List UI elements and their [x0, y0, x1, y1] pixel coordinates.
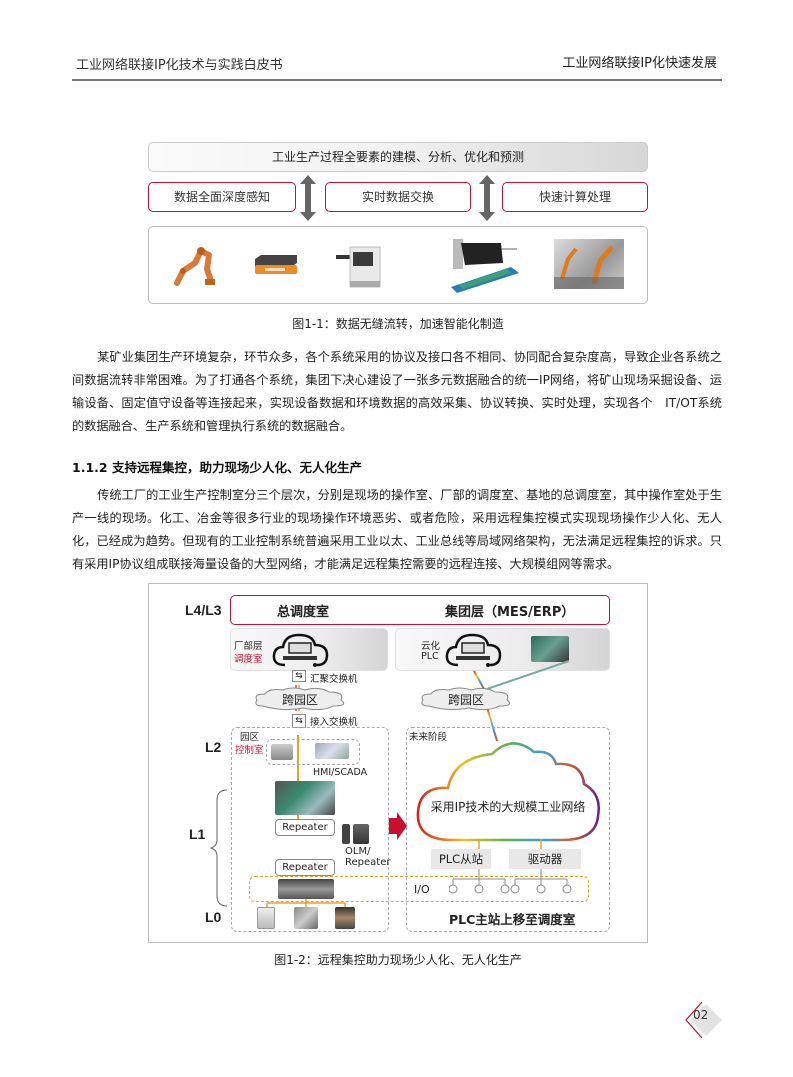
industrial-ip-network-cloud	[416, 742, 600, 842]
paragraph-mining-case: 某矿业集团生产环境复杂，环节众多，各个系统采用的协议及接口各不相同、协同配合复杂…	[72, 346, 722, 438]
double-arrow-icon	[479, 175, 495, 221]
factory-layer-label: 厂部层	[234, 641, 263, 652]
olm-label: OLM/	[345, 846, 371, 857]
figure1-device-panel	[148, 226, 648, 304]
figure1-box-compute: 快速计算处理	[502, 182, 648, 212]
driver-tag: 驱动器	[509, 849, 581, 869]
cloud-server-icon	[445, 633, 502, 667]
level-label-l2: L2	[205, 739, 222, 755]
factory-robots-photo	[554, 239, 624, 289]
l1-brace-icon	[209, 789, 228, 907]
section-heading: 1.1.2 支持远程集控，助力现场少人化、无人化生产	[72, 460, 362, 475]
cloudified-label: 云化	[421, 641, 441, 652]
page-number-badge	[685, 1001, 722, 1039]
fiber-link-lines	[291, 836, 325, 862]
figure2-diagram: L4/L3 L2 L1 L0 总调度室 集团层（MES/ERP） 厂部层 调度室…	[148, 583, 648, 943]
io-band	[249, 876, 589, 902]
cross-campus-cloud-left	[255, 687, 345, 711]
scada-screen-photo	[315, 743, 349, 759]
server-icon	[271, 744, 293, 760]
document-title: 工业网络联接IP化技术与实践白皮书	[76, 58, 283, 73]
chapter-title: 工业网络联接IP化快速发展	[562, 56, 717, 71]
repeater-box-2: Repeater	[275, 859, 335, 876]
access-switch-icon: ⇆	[292, 714, 306, 728]
l4l3-layer-box	[230, 595, 610, 625]
level-label-l4l3: L4/L3	[185, 602, 222, 618]
access-switch-label: 接入交换机	[310, 717, 358, 728]
figure2-caption: 图1-2：远程集控助力现场少人化、无人化生产	[274, 953, 522, 967]
plc-master-relocated-label: PLC主站上移至调度室	[449, 912, 576, 927]
header-divider	[72, 79, 722, 81]
plc-cabinet-photo	[275, 781, 335, 815]
field-device-photo-1	[257, 907, 275, 929]
big-cloud-label: 采用IP技术的大规模工业网络	[430, 800, 586, 814]
double-arrow-icon	[300, 175, 316, 221]
olm-device-photo	[342, 824, 350, 844]
figure1-box-perception: 数据全面深度感知	[148, 182, 296, 212]
figure1-box-exchange: 实时数据交换	[325, 182, 471, 212]
repeater-box-1: Repeater	[275, 819, 335, 836]
io-label: I/O	[414, 883, 430, 896]
io-module-photo	[278, 879, 334, 899]
future-stage-zone	[406, 727, 610, 932]
figure1-caption: 图1-1：数据无缝流转，加速智能化制造	[292, 317, 504, 331]
plc-slave-tag: PLC从站	[431, 849, 491, 869]
plc-hardware-photo	[531, 636, 569, 662]
olm-repeater-label: Repeater	[345, 857, 391, 868]
cross-campus-right-label: 跨园区	[448, 693, 485, 707]
paragraph-remote-control: 传统工厂的工业生产控制室分三个层次，分别是现场的操作室、厂部的调度室、基地的总调…	[72, 484, 722, 576]
paragraph-remote-text: 传统工厂的工业生产控制室分三个层次，分别是现场的操作室、厂部的调度室、基地的总调…	[72, 488, 722, 571]
central-dispatch-label: 总调度室	[277, 605, 330, 620]
control-room-label: 控制室	[235, 745, 264, 756]
migration-arrow-icon	[389, 812, 407, 840]
field-device-photo-3	[335, 907, 355, 929]
conveyor-module-icon	[451, 239, 519, 293]
control-room-zone	[266, 739, 360, 765]
dispatch-room-label: 调度室	[234, 654, 263, 665]
repeater-device-photo	[353, 824, 369, 844]
hmi-scada-label: HMI/SCADA	[313, 767, 368, 778]
aggregation-switch-icon: ⇆	[292, 670, 306, 682]
campus-zone	[231, 727, 389, 932]
cloud-plc-panel	[395, 628, 610, 671]
field-device-photo-2	[294, 907, 318, 929]
robot-arm-icon	[174, 247, 215, 286]
level-label-l1: L1	[189, 826, 206, 842]
level-label-l0: L0	[205, 909, 222, 925]
page-number: 02	[693, 1008, 709, 1022]
figure1-top-bar: 工业生产过程全要素的建模、分析、优化和预测	[148, 142, 648, 172]
cross-campus-cloud-right	[421, 687, 511, 711]
slave-io-lines	[449, 839, 572, 894]
paragraph-mining-text: 某矿业集团生产环境复杂，环节众多，各个系统采用的协议及接口各不相同、协同配合复杂…	[72, 350, 722, 433]
cloud-server-icon	[272, 633, 329, 667]
io-branch-lines	[266, 899, 346, 909]
inspection-machine-icon	[336, 246, 381, 288]
network-link-lines	[473, 660, 570, 742]
future-stage-label: 未来阶段	[409, 732, 448, 743]
agv-cart-icon	[255, 255, 297, 274]
campus-label: 园区	[240, 732, 260, 743]
plc-label: PLC	[421, 651, 439, 662]
aggregation-switch-label: 汇聚交换机	[310, 674, 358, 685]
cross-campus-left-label: 跨园区	[282, 693, 319, 707]
group-layer-label: 集团层（MES/ERP）	[445, 605, 575, 620]
